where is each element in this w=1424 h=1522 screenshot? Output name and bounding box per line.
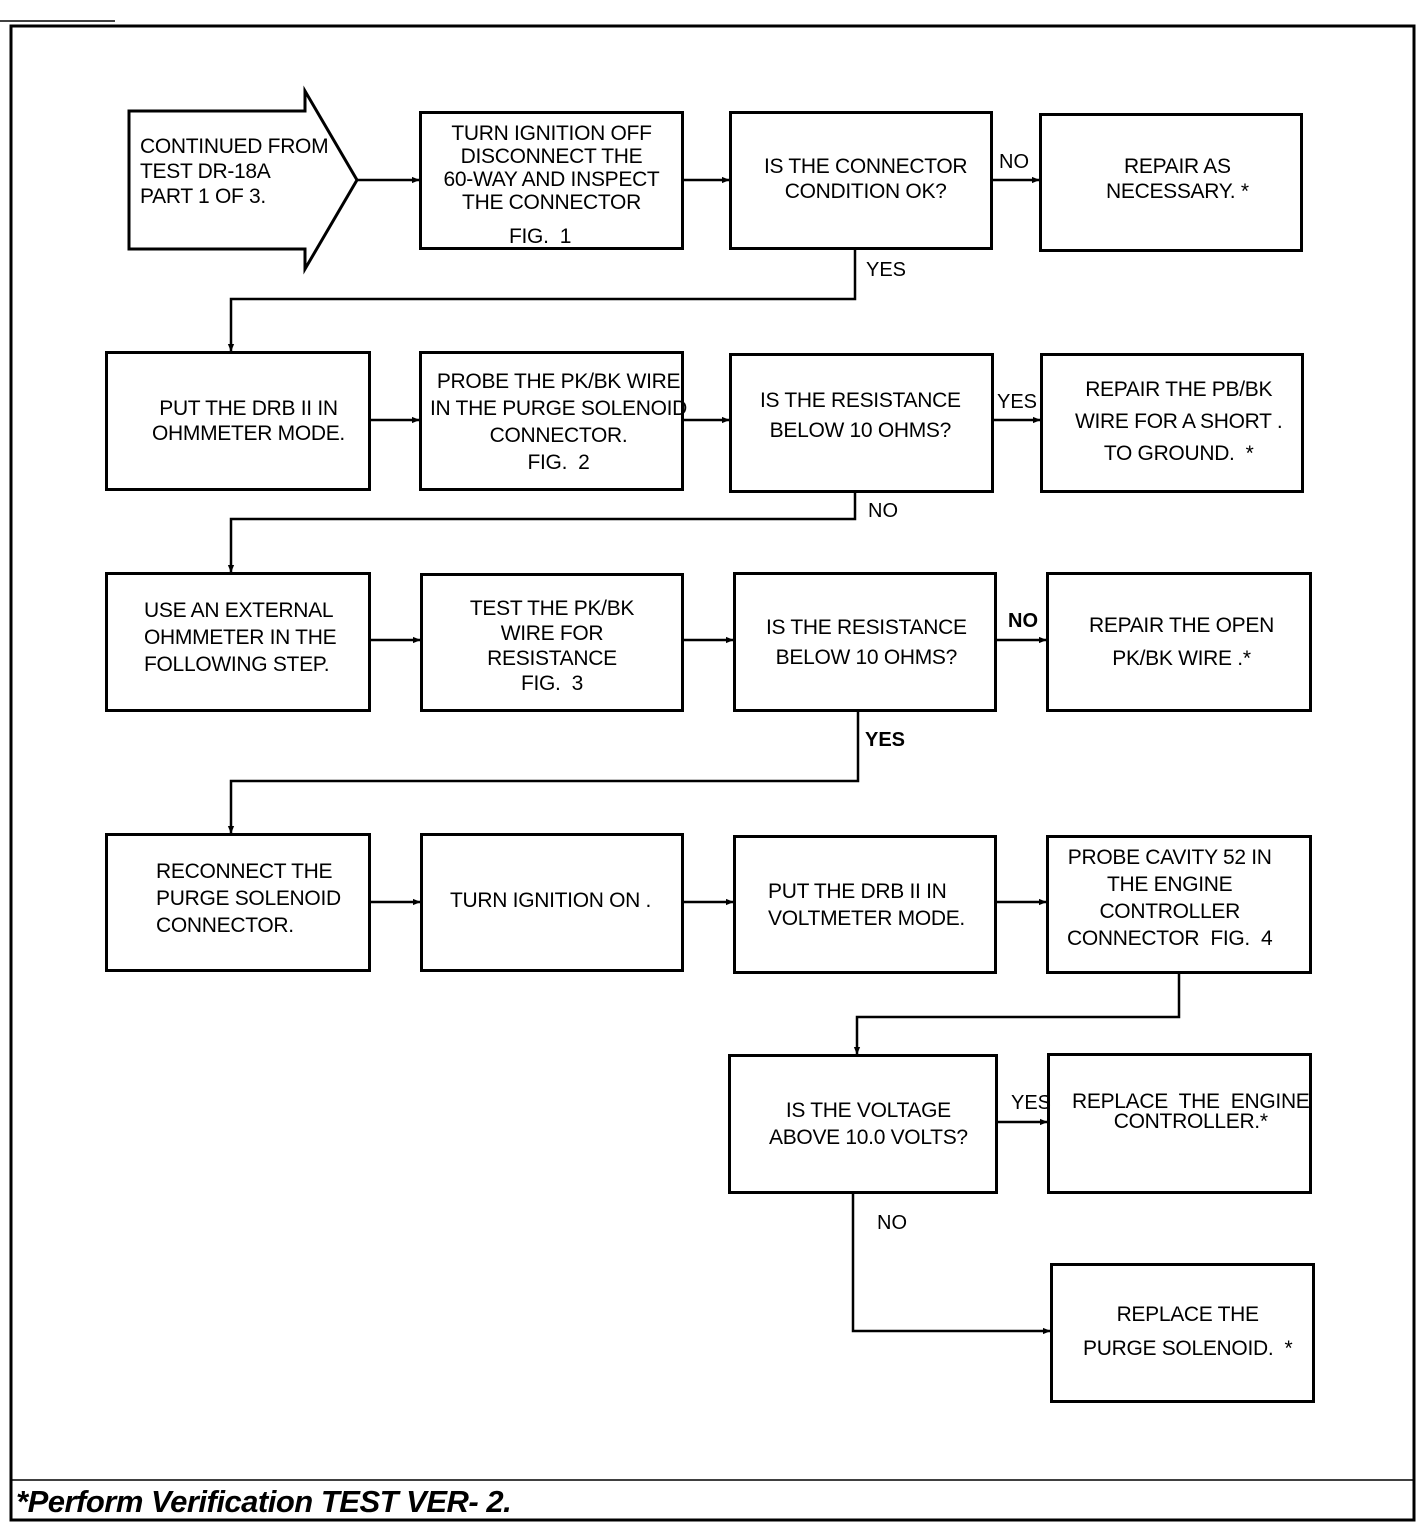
- step-repair-open-wire: REPAIR THE OPEN PK/BK WIRE .*: [1046, 572, 1312, 712]
- step-repair-as-necessary: REPAIR AS NECESSARY. *: [1039, 113, 1303, 252]
- step-repair-short-to-ground: REPAIR THE PB/BK WIRE FOR A SHORT . TO G…: [1040, 353, 1304, 493]
- branch-label-yes: YES: [997, 391, 1038, 413]
- step-turn-ignition-on: TURN IGNITION ON .: [420, 833, 684, 972]
- branch-label-no: NO: [868, 500, 898, 522]
- branch-label-no: NO: [999, 151, 1029, 173]
- step-replace-engine-controller: REPLACE THE ENGINE CONTROLLER.*: [1047, 1053, 1312, 1194]
- step-text: USE AN EXTERNAL OHMMETER IN THE FOLLOWIN…: [144, 599, 337, 676]
- step-fig-label: FIG. 1: [509, 225, 572, 248]
- step-drb-voltmeter-mode: PUT THE DRB II IN VOLTMETER MODE.: [733, 835, 997, 974]
- decision-resistance-below-10-b: IS THE RESISTANCE BELOW 10 OHMS?: [733, 572, 997, 712]
- connector-b15-b16: [853, 973, 1181, 1055]
- step-replace-purge-solenoid: REPLACE THE PURGE SOLENOID. *: [1050, 1263, 1315, 1403]
- step-text: IS THE VOLTAGE ABOVE 10.0 VOLTS?: [769, 1099, 968, 1149]
- step-reconnect-purge-solenoid: RECONNECT THE PURGE SOLENOID CONNECTOR.: [105, 833, 371, 972]
- step-turn-ignition-off: TURN IGNITION OFF DISCONNECT THE 60-WAY …: [419, 111, 684, 250]
- step-text: PUT THE DRB II IN VOLTMETER MODE.: [768, 880, 965, 930]
- start-arrow-shape: [127, 85, 359, 275]
- connector-b10-b12: [227, 711, 860, 834]
- step-text: RECONNECT THE PURGE SOLENOID CONNECTOR.: [156, 860, 341, 937]
- step-text: TURN IGNITION OFF DISCONNECT THE 60-WAY …: [443, 122, 660, 214]
- verification-footnote: *Perform Verification TEST VER- 2.: [16, 1484, 512, 1519]
- step-probe-cavity-52: PROBE CAVITY 52 IN THE ENGINE CONTROLLER…: [1046, 835, 1312, 974]
- step-text: PUT THE DRB II IN OHMMETER MODE.: [152, 397, 345, 446]
- decision-voltage-above-10: IS THE VOLTAGE ABOVE 10.0 VOLTS?: [728, 1054, 998, 1194]
- step-text: IS THE RESISTANCE BELOW 10 OHMS?: [760, 389, 961, 442]
- step-text: TURN IGNITION ON .: [450, 889, 652, 912]
- step-text: REPLACE THE PURGE SOLENOID. *: [1083, 1303, 1293, 1360]
- decision-connector-ok: IS THE CONNECTOR CONDITION OK?: [729, 111, 993, 250]
- branch-label-yes: YES: [1011, 1092, 1052, 1114]
- decision-resistance-below-10-a: IS THE RESISTANCE BELOW 10 OHMS?: [729, 353, 994, 493]
- branch-label-no: NO: [1008, 610, 1038, 632]
- step-text: REPAIR AS NECESSARY. *: [1106, 155, 1249, 204]
- step-text: REPAIR THE OPEN PK/BK WIRE .*: [1089, 614, 1274, 670]
- step-text: TEST THE PK/BK WIRE FOR RESISTANCE FIG. …: [469, 597, 635, 695]
- step-probe-pk-bk-wire: PROBE THE PK/BK WIRE IN THE PURGE SOLENO…: [419, 351, 688, 491]
- step-text: IS THE CONNECTOR CONDITION OK?: [764, 155, 968, 204]
- connector-b2-b4: [227, 249, 857, 352]
- step-text: PROBE THE PK/BK WIRE IN THE PURGE SOLENO…: [430, 370, 688, 474]
- step-text: IS THE RESISTANCE BELOW 10 OHMS?: [766, 616, 967, 669]
- step-text: PROBE CAVITY 52 IN THE ENGINE CONTROLLER…: [1067, 846, 1273, 950]
- page-frame: [9, 24, 1416, 1522]
- branch-label-no: NO: [877, 1212, 907, 1234]
- step-text: REPAIR THE PB/BK WIRE FOR A SHORT . TO G…: [1075, 378, 1283, 465]
- connector-b16-b18: [851, 1193, 1051, 1335]
- branch-label-yes: YES: [866, 259, 907, 281]
- branch-label-yes: YES: [865, 729, 906, 751]
- start-arrow-label: CONTINUED FROM TEST DR-18A PART 1 OF 3.: [140, 135, 329, 209]
- step-test-pk-bk-resistance: TEST THE PK/BK WIRE FOR RESISTANCE FIG. …: [420, 573, 684, 712]
- step-text: REPLACE THE ENGINE CONTROLLER.*: [1072, 1090, 1310, 1133]
- step-use-external-ohmmeter: USE AN EXTERNAL OHMMETER IN THE FOLLOWIN…: [105, 572, 371, 712]
- connector-b6-b8: [227, 491, 857, 573]
- step-drb-ohmmeter-mode: PUT THE DRB II IN OHMMETER MODE.: [105, 351, 371, 491]
